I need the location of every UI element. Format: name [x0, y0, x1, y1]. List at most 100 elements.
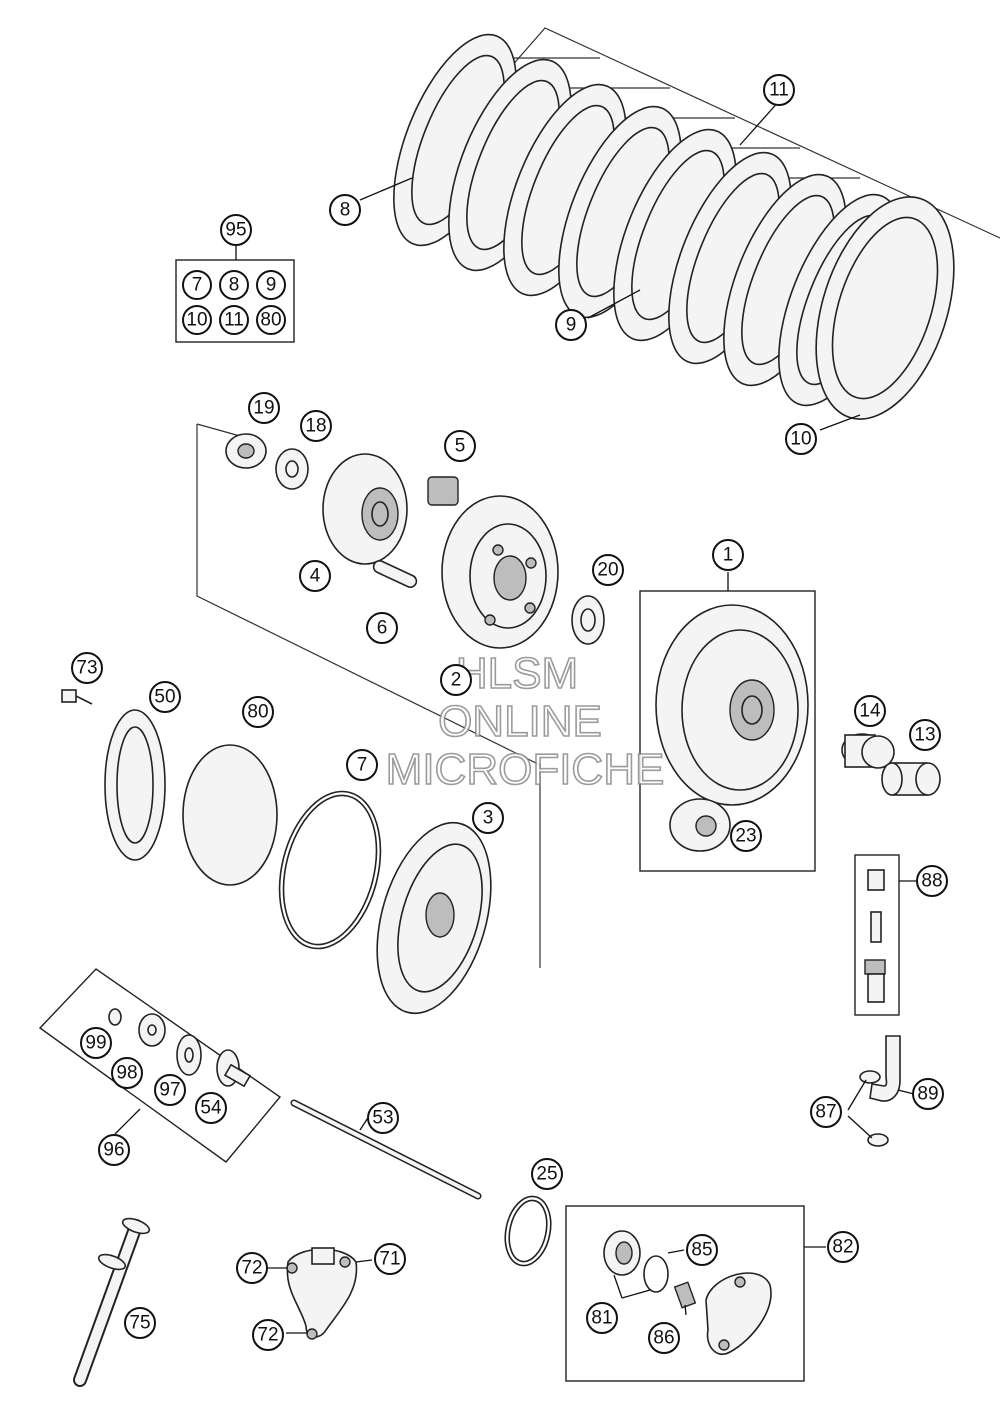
- ball-99: [108, 1008, 122, 1026]
- callout-99: 99: [80, 1027, 112, 1059]
- front-friction-plate: [815, 196, 955, 420]
- bolt-73: [61, 689, 93, 705]
- seal-washers-87: [859, 1070, 889, 1147]
- syringe-75: [73, 1217, 151, 1387]
- callout-87-label: 87: [815, 1102, 836, 1123]
- piston-81: [603, 1230, 641, 1276]
- callout-20: 20: [592, 554, 624, 586]
- kit95-item-11: 11: [219, 305, 249, 335]
- callout-82-label: 82: [832, 1237, 853, 1258]
- callout-19-label: 19: [253, 398, 274, 419]
- pressure-piece-54: [216, 1049, 252, 1088]
- outer-basket-1: [655, 604, 809, 806]
- bracket-71-72: [286, 1247, 358, 1340]
- callout-85: 85: [686, 1234, 718, 1266]
- callout-82: 82: [827, 1231, 859, 1263]
- callout-75: 75: [124, 1307, 156, 1339]
- kit95-item-8: 8: [219, 270, 249, 300]
- kit95-item-8-label: 8: [229, 275, 240, 296]
- nut-19: [225, 433, 267, 469]
- clutch-plate-stack: [393, 27, 1000, 420]
- callout-18-label: 18: [305, 416, 326, 437]
- callout-98-label: 98: [116, 1063, 137, 1084]
- kit95-item-80: 80: [256, 305, 286, 335]
- callout-1: 1: [712, 539, 744, 571]
- callout-7-label: 7: [357, 755, 368, 776]
- callout-4: 4: [299, 560, 331, 592]
- seal-85: [643, 1255, 669, 1293]
- callout-14: 14: [854, 695, 886, 727]
- callout-99-label: 99: [85, 1033, 106, 1054]
- callout-85-label: 85: [691, 1240, 712, 1261]
- callout-19: 19: [248, 392, 280, 424]
- callout-9: 9: [555, 309, 587, 341]
- thrust-washer-20: [571, 595, 605, 645]
- callout-73-label: 73: [76, 658, 97, 679]
- callout-95: 95: [220, 214, 252, 246]
- callout-81: 81: [586, 1302, 618, 1334]
- leader-lines: [268, 99, 915, 1334]
- callout-97-label: 97: [159, 1080, 180, 1101]
- lock-washer-18: [275, 448, 309, 490]
- callout-96-label: 96: [103, 1140, 124, 1161]
- callout-1-label: 1: [723, 545, 734, 566]
- callout-72-top: 72: [236, 1252, 268, 1284]
- callout-23-label: 23: [735, 826, 756, 847]
- callout-20-label: 20: [597, 560, 618, 581]
- push-rod-53: [290, 1099, 482, 1200]
- watermark-line1: HLSM: [456, 649, 578, 698]
- callout-88-label: 88: [921, 871, 942, 892]
- kit95-item-7-label: 7: [192, 275, 203, 296]
- pressure-cap-4: [322, 453, 408, 565]
- banjo-bolt-89: [869, 1035, 901, 1102]
- kit95-item-9-label: 9: [266, 275, 277, 296]
- callout-13-label: 13: [914, 725, 935, 746]
- callout-10: 10: [785, 423, 817, 455]
- callout-10-label: 10: [790, 429, 811, 450]
- kit95-item-10-label: 10: [186, 310, 207, 331]
- callout-89-label: 89: [917, 1084, 938, 1105]
- callout-86: 86: [648, 1322, 680, 1354]
- callout-13: 13: [909, 719, 941, 751]
- watermark: HLSM ONLINE MICROFICHE: [385, 648, 665, 795]
- callout-50: 50: [149, 681, 181, 713]
- callout-23: 23: [730, 820, 762, 852]
- pressure-plate-3: [376, 821, 492, 1015]
- gear-23: [669, 798, 731, 852]
- kit95-item-7: 7: [182, 270, 212, 300]
- callout-96: 96: [98, 1134, 130, 1166]
- bearing-14: [841, 733, 895, 769]
- callout-89: 89: [912, 1078, 944, 1110]
- kit95-item-10: 10: [182, 305, 212, 335]
- slave-cylinder-housing: [705, 1272, 772, 1355]
- spring-86: [673, 1281, 697, 1309]
- callout-25-label: 25: [536, 1164, 557, 1185]
- spring-5: [427, 476, 459, 506]
- callout-18: 18: [300, 410, 332, 442]
- callout-11-label: 11: [769, 80, 789, 101]
- callout-95-label: 95: [225, 220, 246, 241]
- kit-95-box: [175, 244, 295, 343]
- o-ring-25: [504, 1195, 552, 1267]
- callout-81-label: 81: [591, 1308, 612, 1329]
- callout-6-label: 6: [377, 618, 388, 639]
- callout-5: 5: [444, 430, 476, 462]
- callout-71-label: 71: [379, 1249, 400, 1270]
- hub-assembly-frame: [196, 423, 541, 968]
- callout-86-label: 86: [653, 1328, 674, 1349]
- callout-14-label: 14: [859, 701, 881, 722]
- fitting-88: [864, 869, 886, 1003]
- callout-87: 87: [810, 1096, 842, 1128]
- callout-5-label: 5: [455, 436, 466, 457]
- inner-hub-2: [441, 495, 559, 649]
- watermark-line2: ONLINE: [438, 697, 602, 746]
- callout-72-bottom-label: 72: [257, 1325, 278, 1346]
- callout-9-label: 9: [566, 315, 577, 336]
- callout-6: 6: [366, 612, 398, 644]
- needle-bearing-97: [176, 1034, 202, 1076]
- bushing-13: [881, 762, 941, 796]
- callout-53: 53: [367, 1102, 399, 1134]
- callout-54: 54: [195, 1092, 227, 1124]
- kit95-item-9: 9: [256, 270, 286, 300]
- callout-54-label: 54: [200, 1098, 222, 1119]
